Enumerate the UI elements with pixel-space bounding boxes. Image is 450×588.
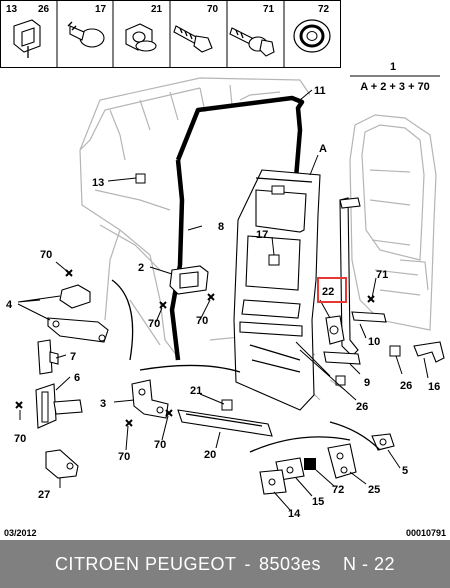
callout-2: 2 <box>138 262 144 274</box>
fixing-crosses <box>15 269 375 427</box>
highlight-box-22 <box>317 277 347 303</box>
callout-labels: 11 A 13 8 17 70 2 4 70 70 7 6 70 3 70 70… <box>6 85 440 520</box>
callout-25: 25 <box>368 484 380 496</box>
part-4-handle <box>47 284 109 343</box>
footer-date: 03/2012 <box>4 528 37 538</box>
callout-21: 21 <box>190 385 202 397</box>
part-25-plate <box>327 443 357 479</box>
callout-72: 72 <box>332 484 344 496</box>
bracket-16 <box>413 341 445 363</box>
caption-code: 8503es <box>258 553 322 574</box>
callout-27: 27 <box>38 489 50 501</box>
trim-strip-20 <box>177 399 273 437</box>
kit-formula-text: A + 2 + 3 + 70 <box>360 81 430 93</box>
callout-70-e: 70 <box>118 451 130 463</box>
screw-icon <box>173 25 213 53</box>
callout-9: 9 <box>364 377 370 389</box>
footer-ref: 00010791 <box>406 528 446 538</box>
callout-A: A <box>319 143 327 155</box>
part-13-square <box>135 173 146 184</box>
callout-8: 8 <box>218 221 224 233</box>
callout-7: 7 <box>70 351 76 363</box>
part-7-bracket <box>37 339 59 375</box>
parts-strip: 13 26 17 21 70 71 <box>0 0 341 68</box>
strip-9 <box>323 351 361 386</box>
grommet-icon <box>293 19 331 53</box>
callout-26-b: 26 <box>400 380 412 392</box>
lock-22 <box>325 315 345 345</box>
callout-20: 20 <box>204 449 216 461</box>
right-door <box>339 114 437 357</box>
handle-2 <box>169 265 209 295</box>
part-70-label: 70 <box>207 4 219 15</box>
callout-70-d: 70 <box>14 433 26 445</box>
nut-icon <box>125 23 157 52</box>
part-26-square <box>389 345 401 357</box>
bolt-washer-icon <box>229 27 275 57</box>
caption-bar: CITROEN PEUGEOT - 8503es N - 22 <box>0 540 450 588</box>
hinge-6 <box>35 383 83 429</box>
caption-dash: - <box>244 553 251 574</box>
callout-17: 17 <box>256 229 268 241</box>
parts-diagram: 13 26 17 21 70 71 <box>0 0 446 538</box>
callout-70-c: 70 <box>196 315 208 327</box>
hinge-3 <box>131 379 169 419</box>
callout-13: 13 <box>92 177 104 189</box>
callout-6: 6 <box>74 372 80 384</box>
part-14 <box>259 469 287 495</box>
callout-16: 16 <box>428 381 440 393</box>
part-72-square <box>304 458 316 470</box>
van-body <box>79 77 346 401</box>
callout-4: 4 <box>6 299 13 311</box>
part-71-label: 71 <box>263 4 275 15</box>
callout-70-a: 70 <box>40 249 52 261</box>
rear-door-a <box>233 169 321 411</box>
callout-22: 22 <box>322 286 334 298</box>
callout-71: 71 <box>376 269 388 281</box>
caption-page: N - 22 <box>343 553 396 574</box>
callout-70-b: 70 <box>148 318 160 330</box>
callout-10: 10 <box>368 336 380 348</box>
callout-11: 11 <box>314 85 326 97</box>
leader-lines <box>17 89 429 511</box>
kit-number: 1 <box>390 61 396 73</box>
part-26-label: 26 <box>38 4 50 15</box>
callout-3: 3 <box>100 398 106 410</box>
part-27 <box>45 449 79 479</box>
plastic-rivet-icon <box>67 21 105 48</box>
part-5-gasket <box>371 433 395 451</box>
part-72-label: 72 <box>318 4 330 15</box>
callout-70-f: 70 <box>154 439 166 451</box>
callout-5: 5 <box>402 465 408 477</box>
callout-26: 26 <box>356 401 368 413</box>
caption-brand: CITROEN PEUGEOT <box>54 553 237 574</box>
kit-formula: 1 A + 2 + 3 + 70 <box>350 61 440 93</box>
rod-10 <box>351 311 387 323</box>
callout-14: 14 <box>288 508 301 520</box>
part-21-label: 21 <box>151 4 163 15</box>
separator-curves <box>111 279 381 453</box>
push-clip-icon <box>13 19 41 58</box>
part-17-label: 17 <box>95 4 107 15</box>
part-13-label: 13 <box>6 4 18 15</box>
callout-15: 15 <box>312 496 324 508</box>
